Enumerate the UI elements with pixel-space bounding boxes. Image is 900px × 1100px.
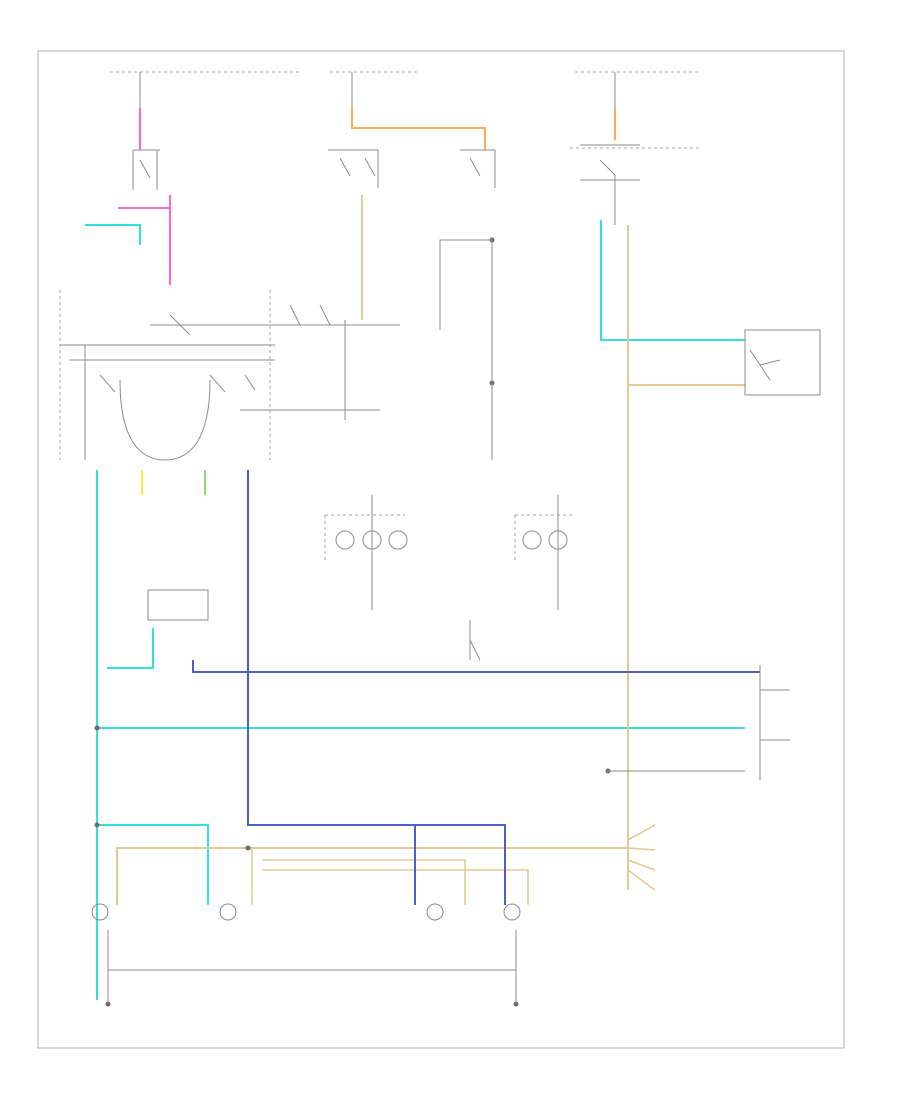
turn-signal-switch — [59, 290, 400, 461]
orange-wire — [351, 108, 486, 150]
lamp-right-front — [503, 903, 521, 921]
tan-wire-splice — [627, 824, 656, 891]
junction-dots — [94, 237, 611, 1007]
right-relay-outline — [744, 329, 821, 396]
center-signal-line — [439, 239, 493, 460]
switch-center — [328, 149, 379, 188]
lamp-left-rear — [219, 903, 237, 921]
hazard-flasher-box — [147, 589, 209, 621]
tan-wire-lamp-feeds — [251, 848, 529, 905]
switch-left — [132, 149, 160, 190]
blue-wire-right-lamps — [247, 470, 506, 905]
diagram-frame — [37, 50, 845, 1049]
switch-left-contact — [139, 159, 151, 179]
light-blue-wire-right — [600, 220, 745, 341]
right-relay-contact — [749, 349, 781, 381]
lamp-group-left — [324, 495, 408, 610]
switch-right — [460, 149, 496, 188]
ground-bus — [107, 930, 517, 1004]
light-blue-wire-lower — [97, 824, 209, 905]
lamp-group-right — [514, 495, 575, 610]
center-lower-switch — [469, 620, 481, 661]
pink-wire-switch — [118, 195, 171, 285]
right-connector — [759, 665, 790, 780]
hazard-switch — [580, 144, 640, 225]
light-blue-wire-flasher — [107, 628, 154, 669]
tan-wire-right-trunk — [627, 225, 745, 890]
blue-wire-horizontal — [192, 660, 760, 673]
light-blue-wire-top — [85, 224, 141, 245]
lamp-left-front — [91, 903, 109, 921]
tan-wire-bottom-bus — [116, 847, 628, 905]
lamp-right-rear — [426, 903, 444, 921]
